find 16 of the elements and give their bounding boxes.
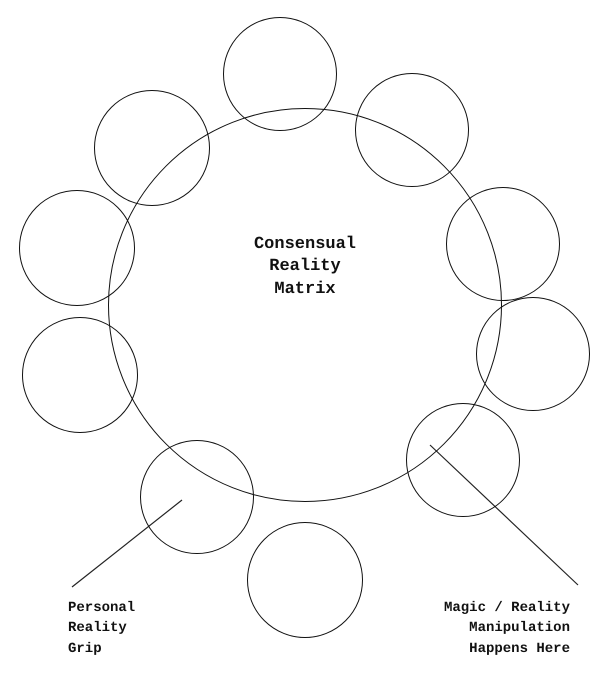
reality-circle <box>406 403 520 517</box>
callout-label: Magic / Reality Manipulation Happens Here <box>440 598 570 659</box>
reality-circle <box>247 522 363 638</box>
reality-circle <box>355 73 469 187</box>
callout-label: Personal Reality Grip <box>68 598 158 659</box>
circle-label: Consensual Reality Matrix <box>252 234 358 301</box>
reality-circle <box>446 187 560 301</box>
reality-circle <box>94 90 210 206</box>
reality-circle <box>140 440 254 554</box>
leader-line <box>72 500 182 588</box>
reality-circle <box>19 190 135 306</box>
reality-circle <box>476 297 590 411</box>
reality-circle <box>223 17 337 131</box>
matrix-circle <box>108 108 502 502</box>
reality-circle <box>22 317 138 433</box>
leader-line <box>430 444 578 586</box>
